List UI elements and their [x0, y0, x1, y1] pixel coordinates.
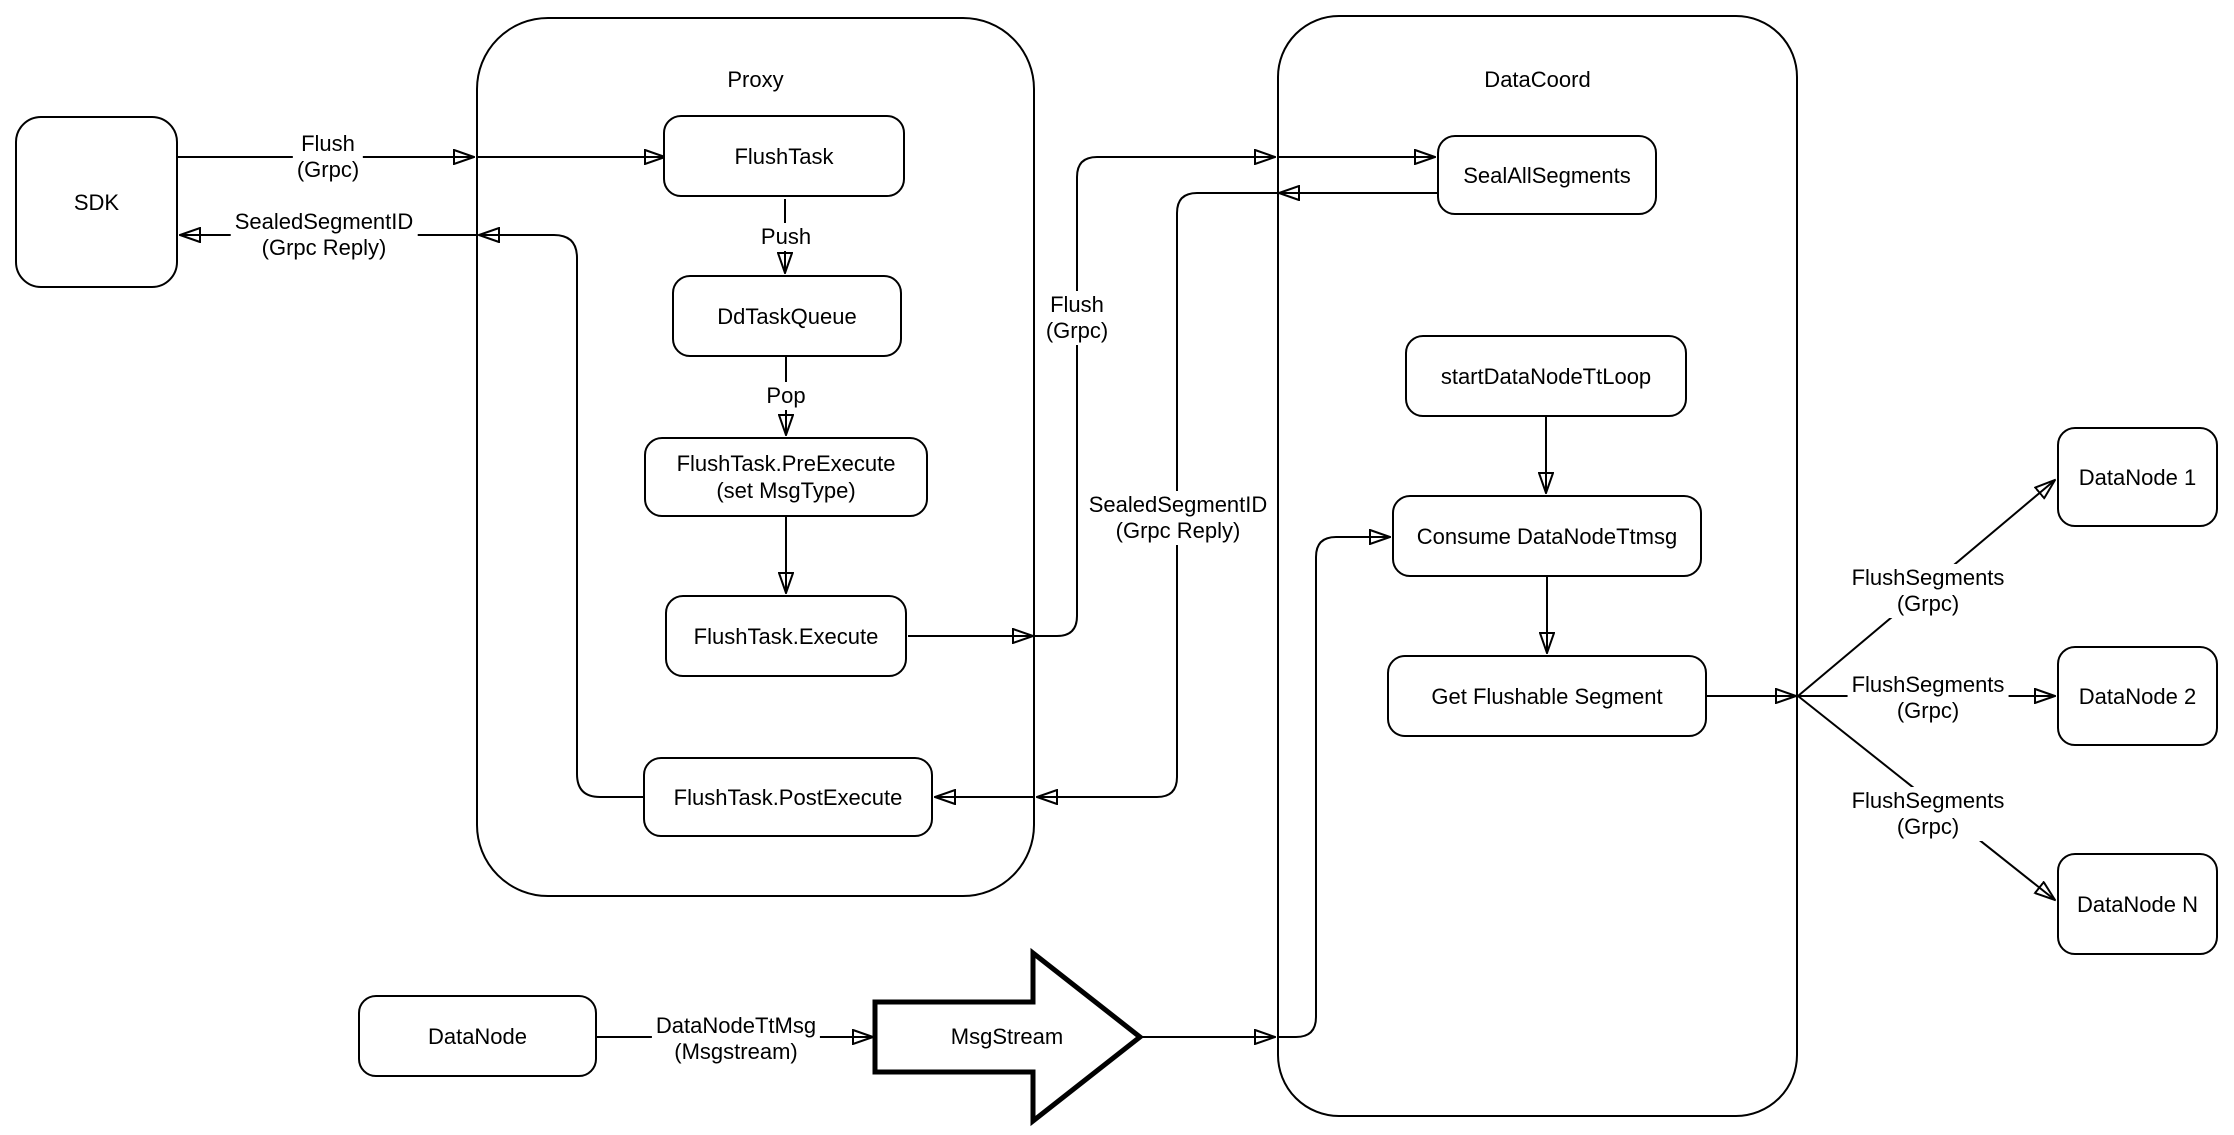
label-flush-grpc-sdk-line2: (Grpc): [296, 157, 360, 182]
label-flushsegments-2-line1: FlushSegments: [1851, 672, 2005, 697]
datacoord-container[interactable]: DataCoord: [1277, 15, 1798, 1117]
node-consume-datanodettmsg[interactable]: Consume DataNodeTtmsg: [1392, 495, 1702, 577]
node-datanode-n-label: DataNode N: [2076, 891, 2199, 917]
label-flushsegments-3-line1: FlushSegments: [1851, 788, 2005, 813]
label-flush-grpc-mid-line2: (Grpc): [1045, 318, 1109, 343]
node-datanode-1[interactable]: DataNode 1: [2057, 427, 2218, 527]
label-flushsegments-3-line2: (Grpc): [1896, 814, 1960, 839]
label-sealedsegmentid-mid-line1: SealedSegmentID: [1088, 492, 1268, 517]
node-ddtaskqueue-label: DdTaskQueue: [717, 303, 857, 329]
label-flushsegments-1: FlushSegments (Grpc): [1847, 564, 2009, 618]
node-datanode-1-label: DataNode 1: [2078, 464, 2197, 490]
node-sealallsegments-label: SealAllSegments: [1463, 162, 1631, 188]
node-datanode-source[interactable]: DataNode: [358, 995, 597, 1077]
proxy-container[interactable]: Proxy: [476, 17, 1035, 897]
node-sealallsegments[interactable]: SealAllSegments: [1437, 135, 1657, 215]
node-postexecute[interactable]: FlushTask.PostExecute: [643, 757, 933, 837]
node-datanode-2-label: DataNode 2: [2078, 683, 2197, 709]
label-sealedsegmentid-sdk-line2: (Grpc Reply): [261, 235, 387, 260]
proxy-title: Proxy: [727, 67, 784, 92]
node-startdatanodettloop[interactable]: startDataNodeTtLoop: [1405, 335, 1687, 417]
label-flushsegments-2: FlushSegments (Grpc): [1847, 671, 2009, 725]
node-startdatanodettloop-label: startDataNodeTtLoop: [1440, 363, 1652, 389]
edge-flush-grpc-up: [1035, 157, 1275, 637]
node-flushtask-label: FlushTask: [734, 143, 834, 169]
datacoord-title: DataCoord: [1484, 67, 1591, 92]
label-flush-grpc-mid-line1: Flush: [1050, 292, 1104, 317]
node-consume-datanodettmsg-label: Consume DataNodeTtmsg: [1416, 523, 1678, 549]
msgstream-arrow-shape[interactable]: [872, 947, 1145, 1127]
node-datanode-2[interactable]: DataNode 2: [2057, 646, 2218, 746]
node-flushtask[interactable]: FlushTask: [663, 115, 905, 197]
label-flush-grpc-sdk-line1: Flush: [301, 131, 355, 156]
label-sealedsegmentid-mid-line2: (Grpc Reply): [1115, 518, 1241, 543]
label-datanodettmsg: DataNodeTtMsg (Msgstream): [651, 1012, 821, 1066]
node-datanode-n[interactable]: DataNode N: [2057, 853, 2218, 955]
node-sdk[interactable]: SDK: [15, 116, 178, 288]
label-datanodettmsg-line2: (Msgstream): [674, 1039, 798, 1064]
node-ddtaskqueue[interactable]: DdTaskQueue: [672, 275, 902, 357]
label-flush-grpc-mid: Flush (Grpc): [1041, 291, 1113, 345]
node-preexecute-label-line2: (set MsgType): [716, 478, 856, 503]
label-flushsegments-2-line2: (Grpc): [1896, 698, 1960, 723]
label-sealedsegmentid-sdk-line1: SealedSegmentID: [234, 209, 414, 234]
msgstream-arrow-label: MsgStream: [950, 1024, 1064, 1049]
label-flush-grpc-sdk: Flush (Grpc): [292, 130, 364, 184]
edge-msgstream-to-consume: [1277, 537, 1390, 1038]
label-flushsegments-1-line1: FlushSegments: [1851, 565, 2005, 590]
node-get-flushable-segment-label: Get Flushable Segment: [1431, 683, 1663, 709]
label-sealedsegmentid-sdk: SealedSegmentID (Grpc Reply): [230, 208, 418, 262]
node-sdk-label: SDK: [73, 189, 120, 215]
edge-postexecute-return: [479, 235, 643, 798]
label-push: Push: [756, 223, 816, 251]
node-get-flushable-segment[interactable]: Get Flushable Segment: [1387, 655, 1707, 737]
node-datanode-source-label: DataNode: [427, 1023, 528, 1049]
node-preexecute[interactable]: FlushTask.PreExecute (set MsgType): [644, 437, 928, 517]
node-preexecute-label-line1: FlushTask.PreExecute: [676, 451, 896, 476]
label-sealedsegmentid-mid: SealedSegmentID (Grpc Reply): [1084, 491, 1272, 545]
label-flushsegments-3: FlushSegments (Grpc): [1847, 787, 2009, 841]
node-execute-label: FlushTask.Execute: [693, 623, 879, 649]
node-execute[interactable]: FlushTask.Execute: [665, 595, 907, 677]
label-datanodettmsg-line1: DataNodeTtMsg: [655, 1013, 817, 1038]
node-postexecute-label: FlushTask.PostExecute: [673, 784, 903, 810]
label-pop: Pop: [762, 382, 810, 410]
label-flushsegments-1-line2: (Grpc): [1896, 591, 1960, 616]
